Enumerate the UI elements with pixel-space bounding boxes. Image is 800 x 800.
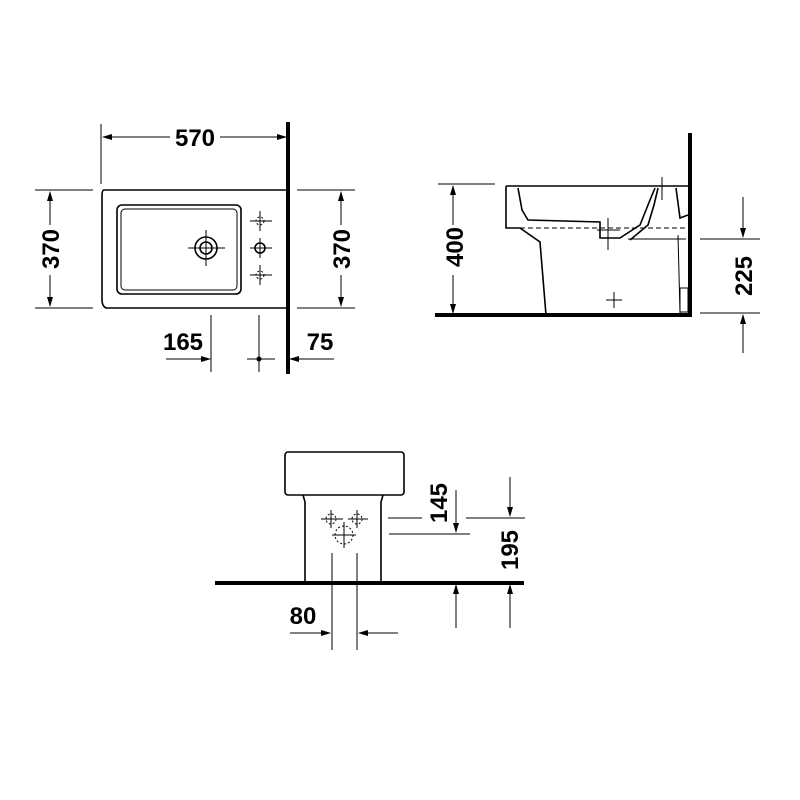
dim-width: 570 [175, 125, 215, 152]
front-view: 80 145 195 [215, 451, 525, 650]
dim-tap-offset: 165 [163, 329, 203, 356]
dim-outlet-height-front: 195 [497, 530, 524, 570]
dim-depth-right: 370 [329, 229, 356, 269]
bidet-rim [284, 451, 405, 496]
bowl-outer [116, 204, 242, 295]
bowl-inner [120, 208, 238, 291]
side-view: 400 225 [435, 133, 760, 353]
dim-supply-height: 145 [426, 483, 453, 523]
top-view: 570 370 370 165 75 [35, 122, 356, 374]
dim-outlet-height-side: 225 [731, 256, 758, 296]
connection-icons [321, 510, 368, 548]
dim-center-offset: 80 [290, 603, 317, 630]
dim-depth-left: 370 [38, 229, 65, 269]
tap-hole-icons [250, 211, 272, 285]
dim-height: 400 [442, 227, 469, 267]
dim-wall-offset: 75 [307, 329, 334, 356]
bidet-top-outline [101, 189, 288, 309]
